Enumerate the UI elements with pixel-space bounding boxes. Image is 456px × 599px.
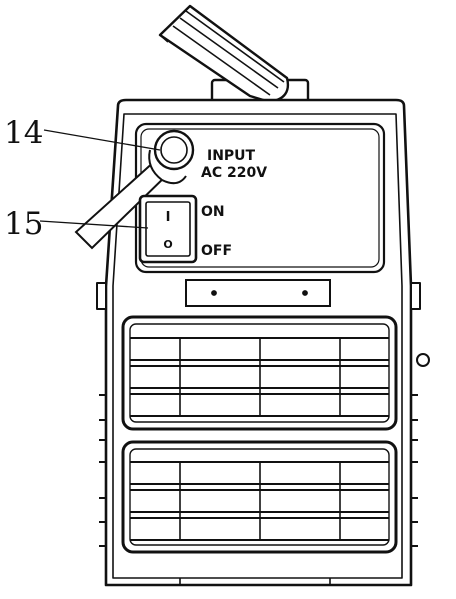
upper-vent-grille <box>121 315 398 431</box>
power-cable-inlet <box>74 129 195 250</box>
switch-on-label: ON <box>201 204 225 220</box>
callout-number-15: 15 <box>4 206 43 242</box>
callout-number-14: 14 <box>4 115 43 151</box>
carry-handle <box>158 4 310 112</box>
name-plate <box>185 279 331 307</box>
power-switch <box>138 194 198 264</box>
switch-off-symbol: O <box>163 238 172 251</box>
switch-on-symbol: I <box>166 210 171 225</box>
switch-off-label: OFF <box>201 243 232 259</box>
input-label: INPUT <box>207 148 256 164</box>
screw-icon <box>211 290 217 296</box>
screw-icon <box>302 290 308 296</box>
lower-vent-grille <box>121 440 398 554</box>
callout-leader-14 <box>43 129 161 151</box>
voltage-label: AC 220V <box>201 165 267 181</box>
callout-leader-15 <box>39 220 149 229</box>
